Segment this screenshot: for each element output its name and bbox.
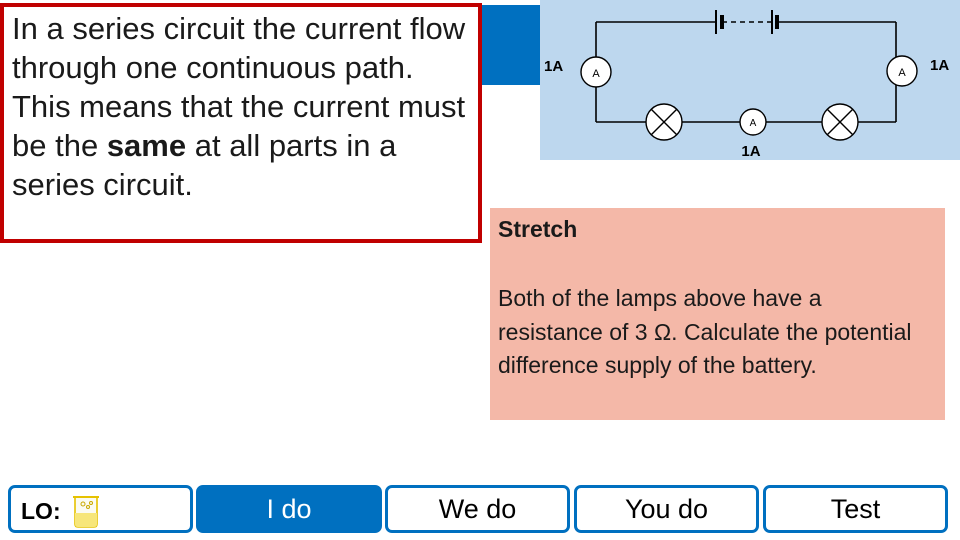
stretch-box: Stretch Both of the lamps above have a r… (490, 208, 945, 420)
current-label-bottom: 1A (741, 143, 760, 160)
info-text-part-2: at all parts in a series circuit. (12, 128, 397, 202)
stretch-title: Stretch (498, 216, 578, 242)
beaker-icon (73, 496, 99, 528)
current-label-left: 1A (544, 58, 564, 75)
ammeter-bottom-symbol: A (750, 118, 757, 129)
info-text-part-1: In a series circuit the current flow thr… (12, 11, 466, 163)
ammeter-left-symbol: A (592, 68, 600, 80)
info-box: In a series circuit the current flow thr… (0, 3, 482, 243)
lamp-right (821, 103, 859, 141)
current-label-right: 1A (930, 57, 950, 74)
nav-button-we-do[interactable]: We do (385, 485, 570, 533)
lamp-left (645, 103, 683, 141)
ammeter-left: A (580, 56, 612, 88)
ammeter-right-symbol: A (898, 67, 906, 79)
circuit-diagram: A A A 1A (540, 0, 960, 160)
stretch-body: Both of the lamps above have a resistanc… (498, 285, 912, 378)
nav-button-test[interactable]: Test (763, 485, 948, 533)
nav-button-i-do[interactable]: I do (196, 485, 382, 533)
lo-box: LO: (8, 485, 193, 533)
info-text: In a series circuit the current flow thr… (12, 9, 478, 204)
blue-accent-tab (480, 5, 540, 85)
ammeter-right: A (886, 55, 918, 87)
nav-button-you-do[interactable]: You do (574, 485, 759, 533)
ammeter-bottom: A (739, 108, 767, 136)
lo-label: LO: (21, 498, 61, 524)
info-text-emphasis: same (106, 128, 187, 163)
circuit-svg: A A A 1A (580, 10, 918, 160)
